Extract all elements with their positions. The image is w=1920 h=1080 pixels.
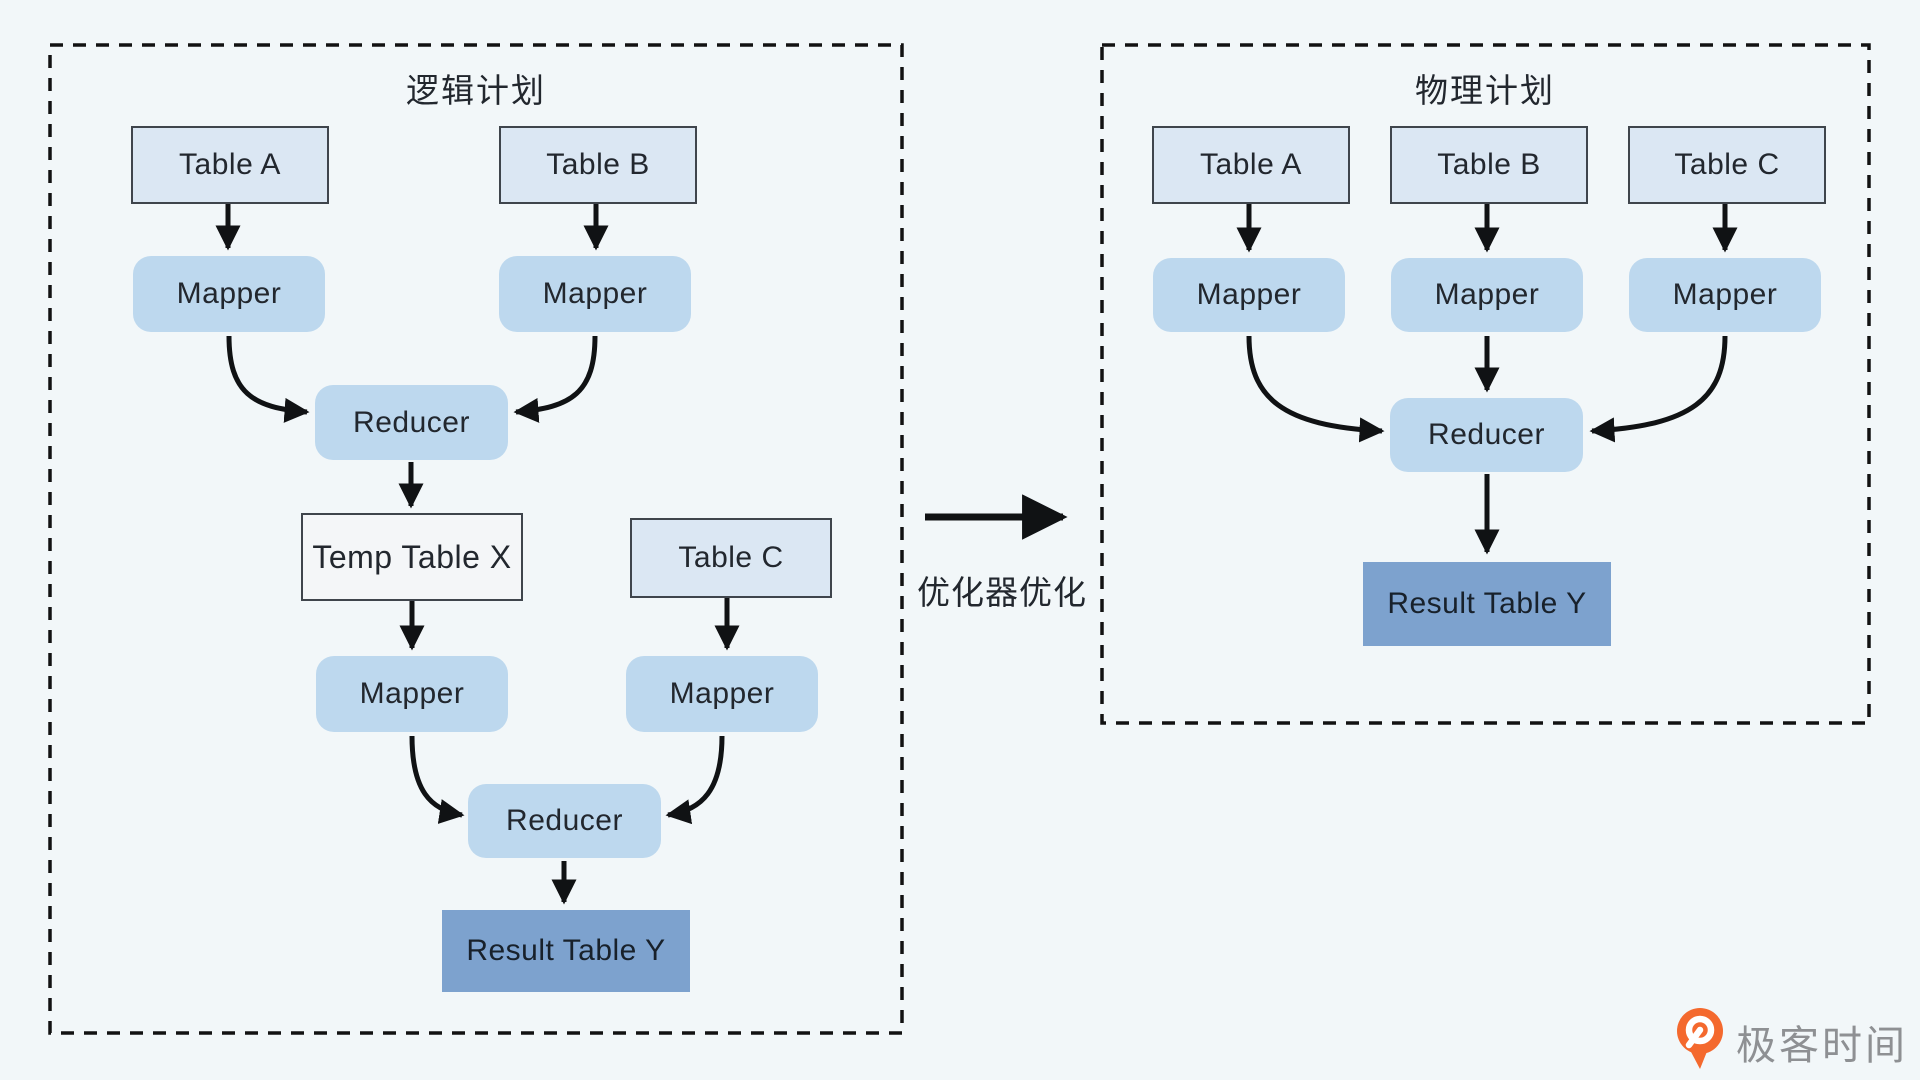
logical-temp-table-x: Temp Table X: [301, 513, 523, 601]
edge-r-mapperA-reducer: [1246, 335, 1385, 443]
optimizer-label: 优化器优化: [917, 574, 1087, 611]
edge-l-mapperB-reducer1: [513, 335, 598, 423]
physical-mapper-b: Mapper: [1391, 258, 1583, 332]
physical-table-a: Table A: [1152, 126, 1350, 204]
logical-plan-panel-border: [48, 43, 904, 1035]
physical-plan-title: 物理计划: [1415, 72, 1555, 109]
logical-reducer-1: Reducer: [315, 385, 508, 460]
logical-table-b: Table B: [499, 126, 697, 204]
geektime-pin-icon: [1677, 1008, 1723, 1069]
logical-reducer-2: Reducer: [468, 784, 661, 858]
edge-l-mapperD-reducer2: [665, 735, 725, 825]
brand-watermark: 极客时间: [1674, 1006, 1908, 1072]
logical-mapper-c: Mapper: [316, 656, 508, 732]
physical-plan-panel-border: [1100, 43, 1871, 725]
logical-mapper-a: Mapper: [133, 256, 325, 332]
edge-l-mapperC-reducer2: [409, 735, 465, 824]
physical-mapper-a: Mapper: [1153, 258, 1345, 332]
logical-result-table-y: Result Table Y: [442, 910, 690, 992]
physical-table-c: Table C: [1628, 126, 1826, 204]
logical-mapper-b: Mapper: [499, 256, 691, 332]
logical-table-c: Table C: [630, 518, 832, 598]
edge-r-mapperC-reducer: [1589, 335, 1728, 443]
logical-table-a: Table A: [131, 126, 329, 204]
physical-mapper-c: Mapper: [1629, 258, 1821, 332]
physical-result-table-y: Result Table Y: [1363, 562, 1611, 646]
physical-reducer: Reducer: [1390, 398, 1583, 472]
edge-l-mapperA-reducer1: [226, 335, 310, 423]
physical-table-b: Table B: [1390, 126, 1588, 204]
brand-name: 极客时间: [1736, 1024, 1908, 1068]
logical-plan-title: 逻辑计划: [406, 72, 546, 109]
logical-mapper-d: Mapper: [626, 656, 818, 732]
